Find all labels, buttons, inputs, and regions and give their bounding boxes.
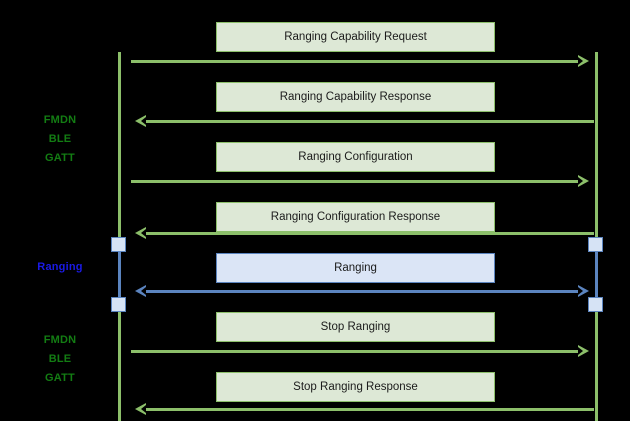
arrow-line-stop-ranging: [131, 350, 579, 353]
arrow-head-right-stop-ranging: [578, 345, 589, 357]
activation-node-left-end: [111, 297, 126, 312]
lifeline-left: [118, 52, 121, 421]
arrow-head-left-ranging: [135, 285, 146, 297]
arrow-head-left-stop-ranging-response: [135, 403, 146, 415]
activation-node-right-start: [588, 237, 603, 252]
arrow-head-right-ranging-capability-request: [578, 55, 589, 67]
activation-node-right-end: [588, 297, 603, 312]
arrow-line-stop-ranging-response: [146, 408, 594, 411]
side-label-ranging: Ranging: [37, 261, 83, 273]
arrow-line-ranging: [146, 290, 579, 293]
message-box-ranging-capability-response: Ranging Capability Response: [216, 82, 495, 112]
message-box-stop-ranging-response: Stop Ranging Response: [216, 372, 495, 402]
activation-node-left-start: [111, 237, 126, 252]
arrow-line-ranging-configuration-response: [146, 232, 594, 235]
arrow-line-ranging-capability-request: [131, 60, 579, 63]
arrow-line-ranging-configuration: [131, 180, 579, 183]
lifeline-right: [595, 52, 598, 421]
arrow-head-left-ranging-configuration-response: [135, 227, 146, 239]
arrow-head-right-ranging-configuration: [578, 175, 589, 187]
arrow-head-right-ranging: [578, 285, 589, 297]
arrow-head-left-ranging-capability-response: [135, 115, 146, 127]
side-label-fmdn-ble-gatt-bottom: FMDN BLE GATT: [43, 334, 77, 384]
arrow-line-ranging-capability-response: [146, 120, 594, 123]
message-box-ranging-configuration-response: Ranging Configuration Response: [216, 202, 495, 232]
message-box-ranging: Ranging: [216, 253, 495, 283]
message-box-stop-ranging: Stop Ranging: [216, 312, 495, 342]
message-box-ranging-configuration: Ranging Configuration: [216, 142, 495, 172]
message-box-ranging-capability-request: Ranging Capability Request: [216, 22, 495, 52]
side-label-fmdn-ble-gatt-top: FMDN BLE GATT: [43, 114, 77, 164]
lifeline-ranging-segment-right: [595, 243, 598, 305]
lifeline-ranging-segment-left: [118, 243, 121, 305]
